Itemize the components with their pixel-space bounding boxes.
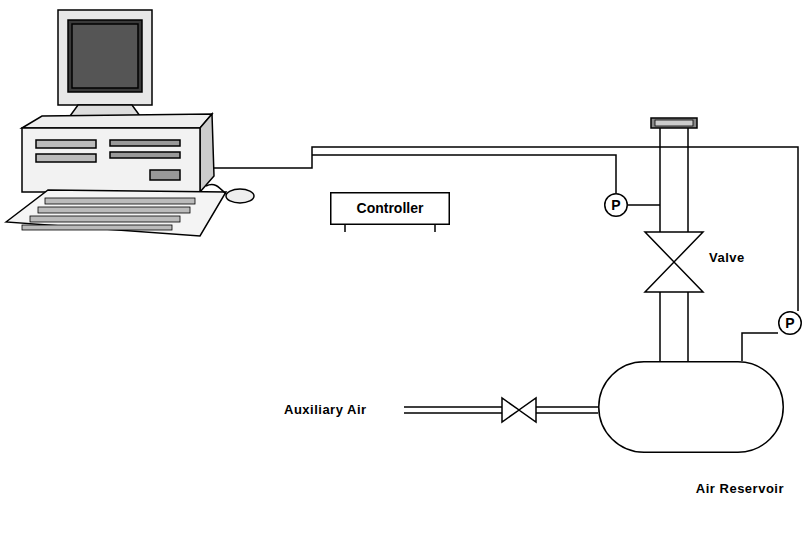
valve-outline xyxy=(645,232,703,292)
line-label: Auxiliary Air xyxy=(284,402,367,417)
part-label: Valve xyxy=(709,250,745,265)
controller-box: Controller xyxy=(330,192,450,225)
pressure-gauge: P xyxy=(778,311,802,335)
computer-illustration xyxy=(6,10,254,236)
part-label: Air Reservoir xyxy=(696,481,784,496)
connector xyxy=(660,292,688,361)
auxiliary-air-line xyxy=(404,398,598,422)
node-text: P xyxy=(611,197,620,214)
pressure-gauge: P xyxy=(604,193,628,217)
valve-symbol: Valve xyxy=(645,232,703,292)
air-reservoir: Air Reservoir xyxy=(598,361,784,453)
node-text: P xyxy=(785,315,794,332)
connector xyxy=(345,225,435,232)
node-text: Controller xyxy=(357,200,424,217)
signal-wires xyxy=(214,147,798,361)
pipe xyxy=(651,118,697,232)
tank-outline xyxy=(598,361,784,453)
